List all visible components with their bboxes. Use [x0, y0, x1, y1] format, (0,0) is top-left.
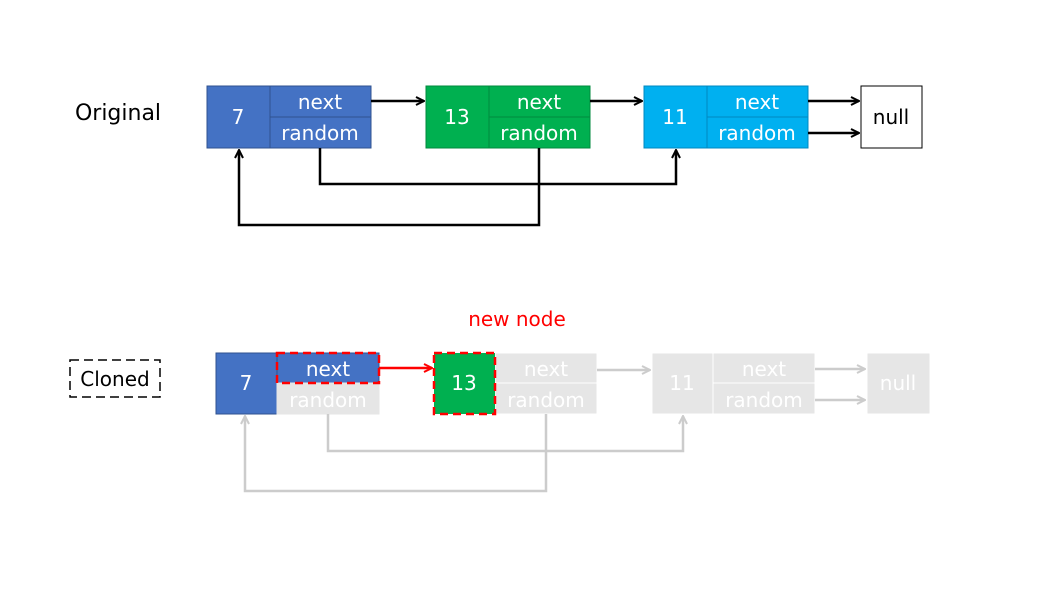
- cloned-label-box: [69, 359, 161, 398]
- next-field: next: [742, 357, 786, 381]
- random-field: random: [507, 388, 585, 412]
- random-arrow: [239, 148, 541, 227]
- random-field: random: [500, 121, 578, 145]
- next-field: next: [517, 90, 561, 114]
- original-label: Original: [75, 101, 161, 126]
- null-label: null: [880, 371, 916, 395]
- cloned-node-13: 13 next random: [432, 351, 598, 416]
- cloned-node-7: 7 next random: [215, 351, 381, 415]
- random-arrow: [318, 148, 676, 186]
- original-null-box: null: [860, 85, 923, 149]
- original-node-7: 7 next random: [206, 85, 372, 149]
- new-node-annotation: new node: [468, 307, 566, 331]
- node-value: 7: [232, 105, 245, 129]
- null-label: null: [873, 105, 909, 129]
- original-node-11: 11 next random: [643, 85, 809, 149]
- next-field: next: [735, 90, 779, 114]
- original-node-13: 13 next random: [425, 85, 591, 149]
- node-value: 13: [444, 105, 469, 129]
- cloned-null-box: null: [866, 352, 931, 415]
- random-field: random: [281, 121, 359, 145]
- random-field: random: [725, 388, 803, 412]
- cloned-label: Cloned: [80, 367, 149, 391]
- next-field: next: [298, 90, 342, 114]
- random-arrow: [245, 414, 548, 493]
- cloned-node-11: 11 next random: [651, 352, 816, 415]
- node-value: 11: [662, 105, 687, 129]
- random-field: random: [718, 121, 796, 145]
- node-value: 11: [669, 371, 694, 395]
- next-field: next: [306, 357, 350, 381]
- random-arrow: [326, 414, 683, 453]
- node-value: 13: [451, 371, 476, 395]
- node-value: 7: [240, 371, 253, 395]
- next-field: next: [524, 357, 568, 381]
- random-field: random: [289, 388, 367, 412]
